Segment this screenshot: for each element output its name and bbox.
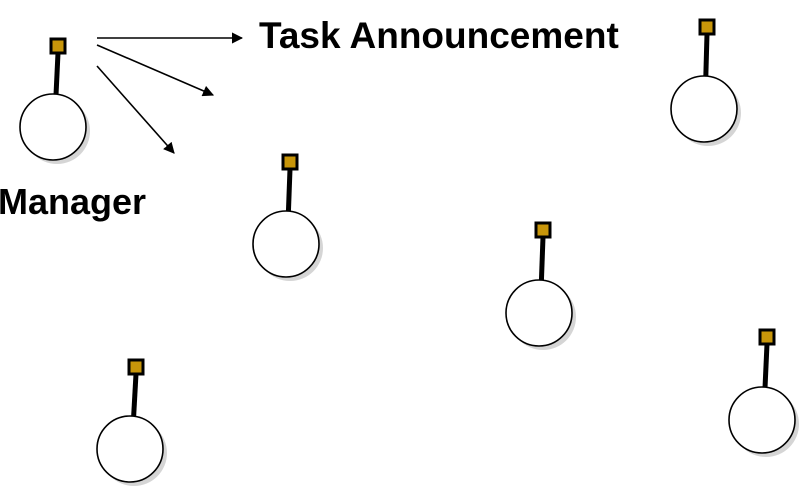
antenna-tip-icon bbox=[127, 358, 145, 376]
agent-node bbox=[505, 221, 576, 350]
antenna-tip-icon bbox=[698, 18, 716, 36]
agent-node-icon bbox=[670, 75, 738, 143]
agent-node bbox=[252, 153, 323, 281]
antenna-icon bbox=[285, 168, 293, 213]
agent-node-icon bbox=[728, 386, 796, 454]
antenna-icon bbox=[53, 52, 61, 96]
antenna-tip-icon bbox=[534, 221, 552, 239]
agent-nodes bbox=[19, 18, 799, 486]
agent-node-icon bbox=[96, 415, 164, 483]
antenna-tip-icon bbox=[758, 328, 776, 346]
agent-node bbox=[670, 18, 741, 146]
arrow-icon bbox=[96, 44, 215, 97]
agent-node bbox=[728, 328, 799, 457]
manager-label: Manager bbox=[0, 181, 147, 222]
manager-node bbox=[19, 37, 90, 164]
arrow-icon bbox=[96, 65, 175, 154]
antenna-icon bbox=[538, 236, 546, 282]
antenna-icon bbox=[762, 343, 770, 389]
agent-node-icon bbox=[505, 279, 573, 347]
antenna-icon bbox=[131, 373, 139, 418]
antenna-tip-icon bbox=[49, 37, 67, 55]
agent-node bbox=[96, 358, 167, 486]
antenna-tip-icon bbox=[281, 153, 299, 171]
task-announcement-label: Task Announcement bbox=[259, 15, 619, 56]
agent-node-icon bbox=[19, 93, 87, 161]
agent-node-icon bbox=[252, 210, 320, 278]
announcement-arrows bbox=[96, 32, 244, 154]
antenna-icon bbox=[703, 33, 710, 78]
